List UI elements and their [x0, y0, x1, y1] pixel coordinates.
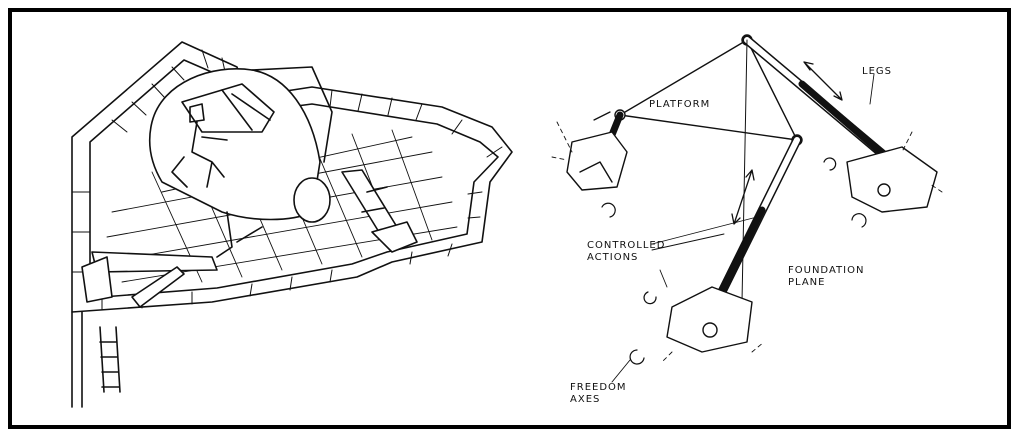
label-controlled-actions-line2: ACTIONS — [587, 252, 639, 263]
label-foundation-plane: FOUNDATION PLANE — [788, 265, 864, 289]
pilot-figure — [171, 103, 228, 188]
cockpit-canopy — [181, 83, 275, 133]
label-freedom-axes: FREEDOM AXES — [570, 382, 627, 406]
actuator-foot-right — [371, 221, 418, 253]
figure-frame: LEGS PLATFORM CONTROLLED ACTIONS FOUNDAT… — [8, 8, 1011, 429]
rotation-arrows — [601, 157, 867, 365]
label-platform: PLATFORM — [649, 99, 711, 110]
stewart-platform-diagram — [551, 34, 943, 383]
axis-centerlines — [551, 121, 943, 363]
base-joint-left — [566, 131, 628, 191]
leg-front-secondary — [741, 39, 748, 303]
label-leader-lines — [611, 73, 875, 383]
label-legs: LEGS — [862, 66, 892, 77]
pit-ladder — [99, 326, 121, 393]
leg-direction-arrows — [593, 61, 843, 225]
label-freedom-axes-line2: AXES — [570, 394, 601, 405]
base-joint-right — [846, 146, 938, 213]
label-freedom-axes-line1: FREEDOM — [570, 382, 627, 393]
cockpit-pedestal — [216, 211, 263, 258]
label-foundation-plane-line2: PLANE — [788, 277, 826, 288]
actuator-leg-lower — [131, 266, 185, 308]
cockpit-rear-cylinder — [293, 177, 331, 223]
label-foundation-plane-line1: FOUNDATION — [788, 265, 865, 276]
label-controlled-actions-line1: CONTROLLED — [587, 240, 666, 251]
label-controlled-actions: CONTROLLED ACTIONS — [587, 240, 665, 264]
platform-triangle — [619, 39, 798, 141]
base-joint-front — [666, 286, 753, 353]
actuator-foot-left — [81, 256, 113, 303]
simulator-illustration — [71, 41, 513, 408]
